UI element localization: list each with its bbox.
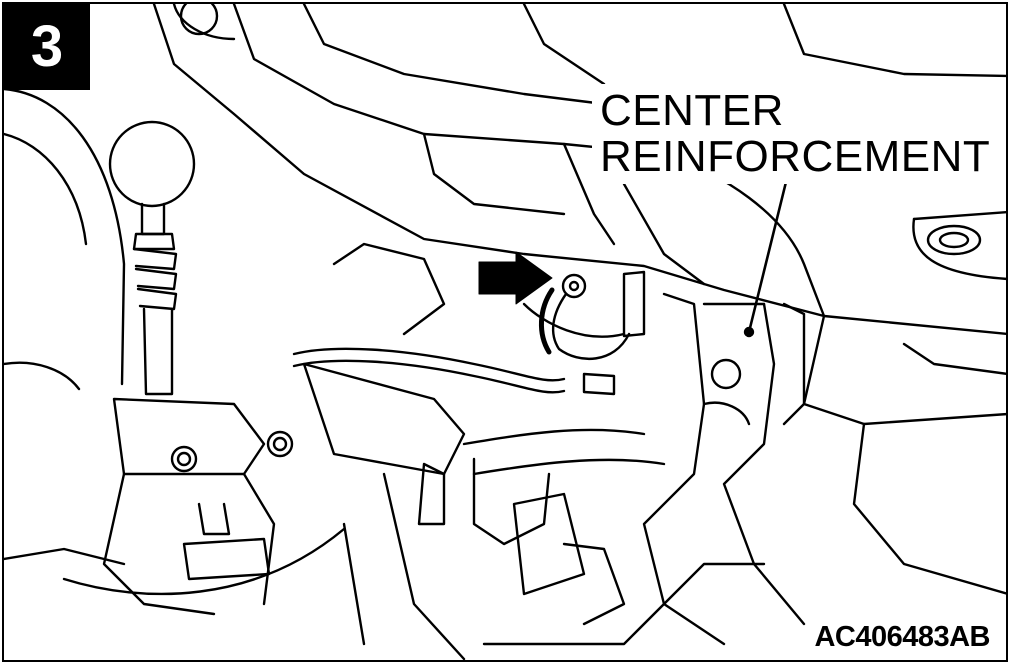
leader-line [747,180,788,334]
figure-code: AC406483AB [814,621,990,653]
left-arch [4,87,126,391]
line-drawing [4,4,1006,660]
step-number-badge: 3 [4,4,90,90]
bolt-icon [538,273,631,361]
console-harness [4,242,766,660]
callout-line-1: CENTER [600,86,784,135]
right-trim [802,210,1006,595]
center-reinforcement-callout: CENTER REINFORCEMENT [600,88,990,180]
callout-line-2: REINFORCEMENT [600,132,991,181]
dashboard-panel [152,4,1006,336]
shift-lever [102,120,294,616]
center-reinforcement [522,270,806,646]
direction-arrow-icon [478,251,553,305]
